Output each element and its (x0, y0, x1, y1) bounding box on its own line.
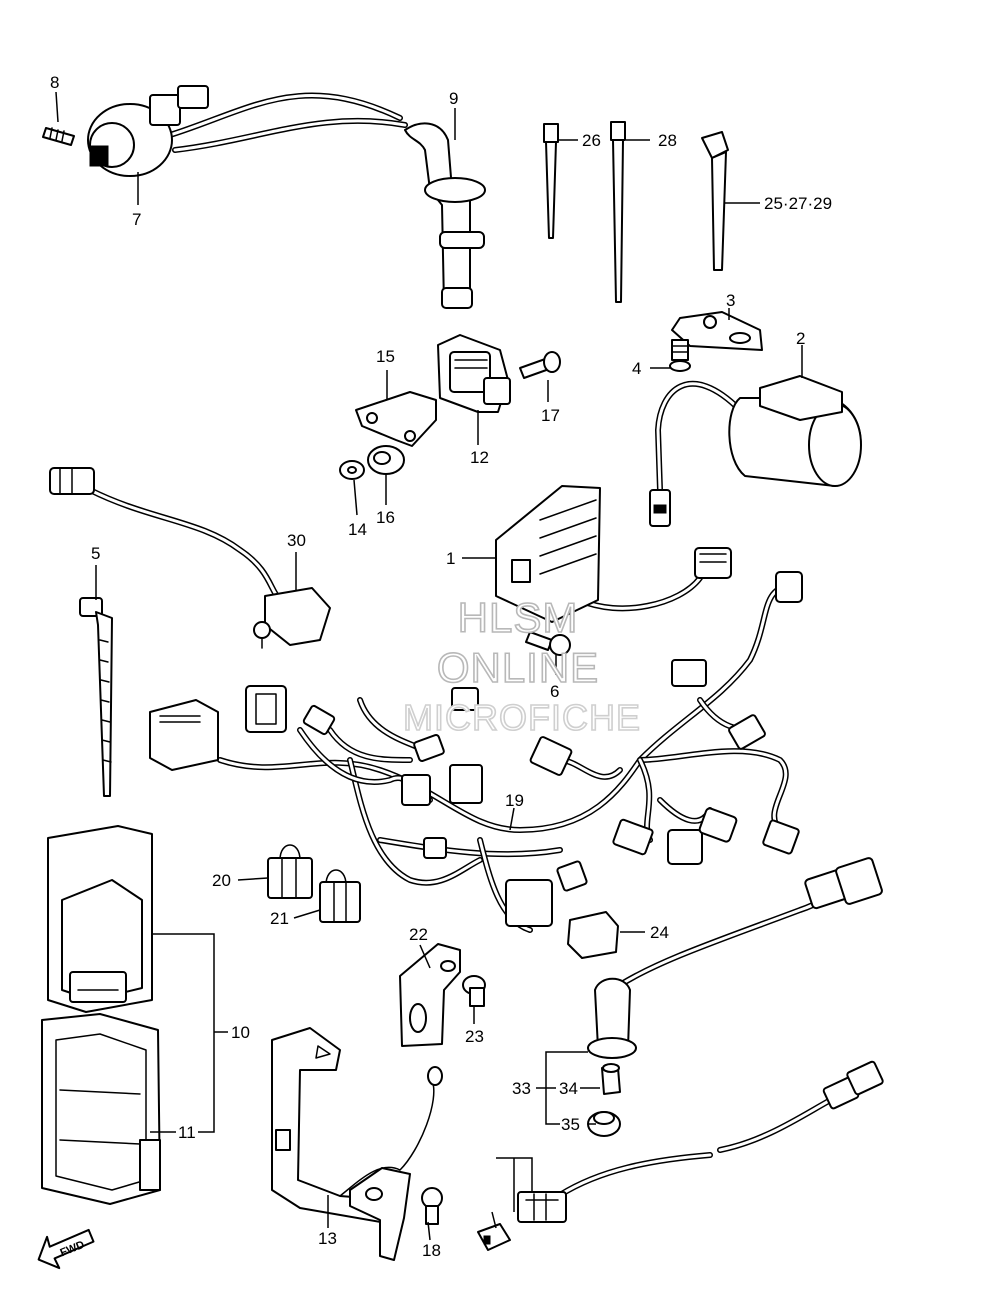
callout-19: 19 (505, 791, 524, 810)
watermark-line-2: ONLINE (437, 644, 599, 691)
callout-10: 10 (231, 1023, 250, 1042)
callout-7: 7 (132, 210, 141, 229)
part-21-connector[interactable] (319, 869, 361, 923)
part-24-cover[interactable] (567, 911, 619, 959)
part-25-27-29-cable-tie[interactable] (701, 131, 729, 271)
part-26-cable-tie[interactable] (543, 123, 559, 239)
part-4-bolt[interactable] (669, 339, 691, 372)
callout-25-27-29: 25·27·29 (764, 194, 832, 213)
callout-11: 11 (178, 1123, 196, 1142)
callout-13: 13 (318, 1229, 337, 1248)
callout-33: 35 (561, 1115, 580, 1134)
part-19-wiring-harness[interactable] (149, 571, 803, 933)
leader-lines (55, 91, 803, 1241)
part-30-sensor[interactable] (49, 467, 331, 649)
callout-18: 18 (422, 1241, 441, 1260)
callout-15: 15 (376, 347, 395, 366)
part-5-cable-tie[interactable] (79, 597, 113, 797)
callout-6: 6 (550, 682, 559, 701)
callout-24: 24 (650, 923, 669, 942)
part-22-bracket[interactable] (399, 943, 461, 1047)
part-9-plug-cap[interactable] (404, 122, 486, 309)
part-18-bolt[interactable] (421, 1187, 443, 1225)
callout-17: 17 (541, 406, 560, 425)
callout-9: 9 (449, 89, 458, 108)
part-34-fuse-holder[interactable] (517, 1060, 884, 1223)
part-20-connector[interactable] (267, 844, 313, 899)
callout-31: 33 (512, 1079, 531, 1098)
callout-8: 8 (50, 73, 59, 92)
watermark: HLSM ONLINE MICROFICHE (402, 593, 641, 739)
callout-30: 30 (287, 531, 306, 550)
part-23-bolt[interactable] (462, 975, 486, 1007)
part-17-bolt[interactable] (519, 351, 561, 379)
callout-23: 23 (465, 1027, 484, 1046)
part-6-bolt[interactable] (525, 631, 571, 656)
callout-21: 21 (270, 909, 289, 928)
part-12-relay[interactable] (437, 334, 511, 413)
part-15-bracket[interactable] (355, 391, 437, 447)
callout-5: 5 (91, 544, 100, 563)
part-7-ignition-coil[interactable] (87, 85, 408, 177)
watermark-line-1: HLSM (458, 594, 579, 641)
part-33-plug-seal[interactable] (587, 1111, 621, 1137)
part-32-plug-terminal[interactable] (601, 1063, 621, 1095)
part-16-grommet[interactable] (367, 445, 405, 475)
watermark-line-3: MICROFICHE (403, 697, 641, 738)
part-3-bracket[interactable] (671, 311, 763, 351)
callout-22: 22 (409, 925, 428, 944)
part-13-bracket[interactable] (271, 1027, 443, 1261)
callout-4: 4 (632, 359, 641, 378)
part-35-fuse[interactable] (477, 1223, 511, 1251)
callout-3: 3 (726, 291, 735, 310)
callout-16: 16 (376, 508, 395, 527)
fwd-arrow: FWD (37, 1228, 95, 1270)
callout-26: 26 (582, 131, 601, 150)
part-11-ecm-holder[interactable] (41, 1013, 161, 1205)
callout-12: 12 (470, 448, 489, 467)
callout-28: 28 (658, 131, 677, 150)
callout-1: 1 (446, 549, 455, 568)
part-8-screw[interactable] (42, 127, 75, 146)
part-14-washer[interactable] (339, 460, 365, 480)
callout-32: 34 (559, 1079, 578, 1098)
part-28-cable-tie[interactable] (610, 121, 626, 303)
callout-labels: 8 7 9 26 28 25·27·29 3 4 2 15 12 17 14 1… (50, 73, 832, 1260)
part-10-ecm[interactable] (47, 825, 153, 1013)
part-2-capacitor[interactable] (649, 375, 862, 527)
callout-20: 20 (212, 871, 231, 890)
callout-2: 2 (796, 329, 805, 348)
callout-14: 14 (348, 520, 367, 539)
part-1-regulator[interactable] (495, 485, 732, 623)
part-31-plug-cap[interactable] (587, 857, 883, 1059)
